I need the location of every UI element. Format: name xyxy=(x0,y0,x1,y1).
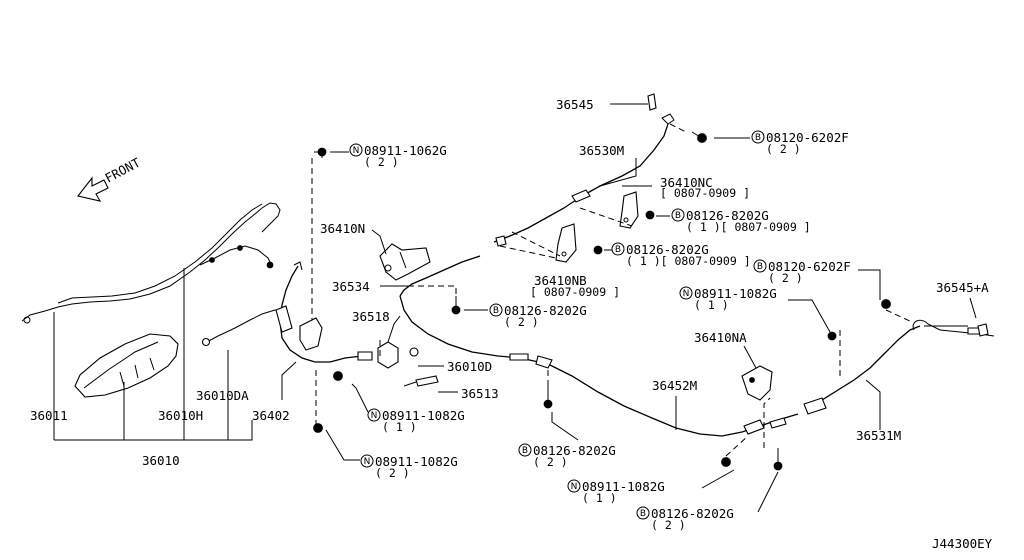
note-36410NB-years: [ 0807-0909 ] xyxy=(530,285,620,299)
fastener-code: 08126-8202G xyxy=(686,208,769,223)
fastener-prefix: N xyxy=(353,146,360,156)
fastener-qty: ( 1 ) xyxy=(382,420,417,434)
fastener-prefix: B xyxy=(640,509,646,519)
fastener-f11: N 08911-1082G ( 1 ) xyxy=(567,479,665,505)
fastener-leader-1062G xyxy=(311,147,327,328)
fastener-f4: B 08126-8202G ( 1 )[ 0807-0909 ] xyxy=(611,242,751,268)
fastener-prefix: B xyxy=(757,262,763,272)
lever-wire-36010H xyxy=(199,245,274,269)
fastener-qty: ( 2 ) xyxy=(364,155,399,169)
fastener-qty: ( 1 ) xyxy=(582,491,617,505)
front-cable-36402 xyxy=(275,261,330,363)
lever-rod-36010DA xyxy=(201,309,285,347)
fastener-f12: B 08126-8202G ( 2 ) xyxy=(636,506,734,532)
fastener-f5: B 08120-6202F ( 2 ) xyxy=(753,259,851,285)
fastener-prefix: N xyxy=(571,482,578,492)
part-label-36410NB: 36410NB xyxy=(534,273,587,288)
assembly-36010-leaders xyxy=(53,268,297,441)
part-label-36011: 36011 xyxy=(30,408,68,423)
adjuster-36513 xyxy=(403,375,439,387)
fastener-code: 08126-8202G xyxy=(651,506,734,521)
fastener-prefix: N xyxy=(364,457,371,467)
front-direction-label: FRONT xyxy=(102,155,143,186)
fastener-prefix: B xyxy=(675,211,681,221)
fastener-f7: B 08126-8202G ( 2 ) xyxy=(489,303,587,329)
fastener-prefix: B xyxy=(615,245,621,255)
fastener-f9: N 08911-1082G ( 2 ) xyxy=(360,454,458,480)
fastener-code: 08911-1082G xyxy=(375,454,458,469)
fastener-f6: N 08911-1082G ( 1 ) xyxy=(679,286,777,312)
fastener-prefix: B xyxy=(493,306,499,316)
fastener-code: 08126-8202G xyxy=(533,443,616,458)
lever-handle-36010 xyxy=(74,333,179,398)
fastener-qty: ( 2 ) xyxy=(504,315,539,329)
part-label-36545: 36545 xyxy=(556,97,594,112)
note-36410NC-years: [ 0807-0909 ] xyxy=(660,186,750,200)
label-leaders xyxy=(325,103,977,513)
part-label-36534: 36534 xyxy=(332,279,370,294)
bracket-36410NC xyxy=(619,191,639,229)
dashed-connectors xyxy=(315,123,913,457)
fastener-f1: N 08911-1062G ( 2 ) xyxy=(330,143,447,169)
fastener-code: 08126-8202G xyxy=(504,303,587,318)
fastener-f2: B 08120-6202F ( 2 ) xyxy=(751,130,849,156)
fastener-code: 08911-1082G xyxy=(382,408,465,423)
bracket-36534 xyxy=(299,317,323,351)
fastener-qty: ( 2 ) xyxy=(768,271,803,285)
bolt-icons xyxy=(313,131,891,471)
part-label-36402: 36402 xyxy=(252,408,290,423)
part-label-36010H: 36010H xyxy=(158,408,203,423)
fastener-code: 08126-8202G xyxy=(626,242,709,257)
fastener-code: 08911-1062G xyxy=(364,143,447,158)
bracket-36410NB xyxy=(555,223,577,263)
fastener-prefix: N xyxy=(683,289,690,299)
part-label-36410N: 36410N xyxy=(320,221,365,236)
part-label-36545A: 36545+A xyxy=(936,280,989,295)
rear-cable-36530M xyxy=(493,113,675,247)
fastener-qty: ( 1 )[ 0807-0909 ] xyxy=(626,254,751,268)
clip-36545A xyxy=(977,323,989,337)
fastener-f10: B 08126-8202G ( 2 ) xyxy=(518,443,616,469)
center-cable-36534 xyxy=(329,351,373,363)
bracket-36410N xyxy=(379,243,431,281)
fastener-f3: B 08126-8202G ( 1 )[ 0807-0909 ] xyxy=(671,208,811,234)
part-label-36410NA: 36410NA xyxy=(694,330,747,345)
lever-cover-36011 xyxy=(21,202,281,324)
part-label-36010DA: 36010DA xyxy=(196,388,249,403)
fastener-qty: ( 2 ) xyxy=(651,518,686,532)
part-label-36410NC: 36410NC xyxy=(660,175,713,190)
diagram-id: J44300EY xyxy=(932,536,993,551)
fastener-code: 08120-6202F xyxy=(768,259,851,274)
fastener-code: 08120-6202F xyxy=(766,130,849,145)
fastener-f8: N 08911-1082G ( 1 ) xyxy=(367,408,465,434)
part-label-36513: 36513 xyxy=(461,386,499,401)
part-label-36518: 36518 xyxy=(352,309,390,324)
bracket-36410NA xyxy=(741,365,773,401)
part-label-36531M: 36531M xyxy=(856,428,901,443)
part-label-36452M: 36452M xyxy=(652,378,697,393)
fastener-qty: ( 2 ) xyxy=(375,466,410,480)
fastener-code: 08911-1082G xyxy=(582,479,665,494)
fastener-qty: ( 1 ) xyxy=(694,298,729,312)
fastener-prefix: N xyxy=(371,411,378,421)
fastener-qty: ( 1 )[ 0807-0909 ] xyxy=(686,220,811,234)
part-label-36010: 36010 xyxy=(142,453,180,468)
fastener-qty: ( 2 ) xyxy=(533,455,568,469)
clip-36545 xyxy=(647,93,657,111)
fastener-prefix: B xyxy=(755,133,761,143)
fastener-code: 08911-1082G xyxy=(694,286,777,301)
fastener-prefix: B xyxy=(522,446,528,456)
part-label-36010D: 36010D xyxy=(447,359,492,374)
equalizer-36518 xyxy=(377,341,419,369)
fastener-qty: ( 2 ) xyxy=(766,142,801,156)
part-label-36530M: 36530M xyxy=(579,143,624,158)
front-arrow-icon xyxy=(77,176,109,202)
